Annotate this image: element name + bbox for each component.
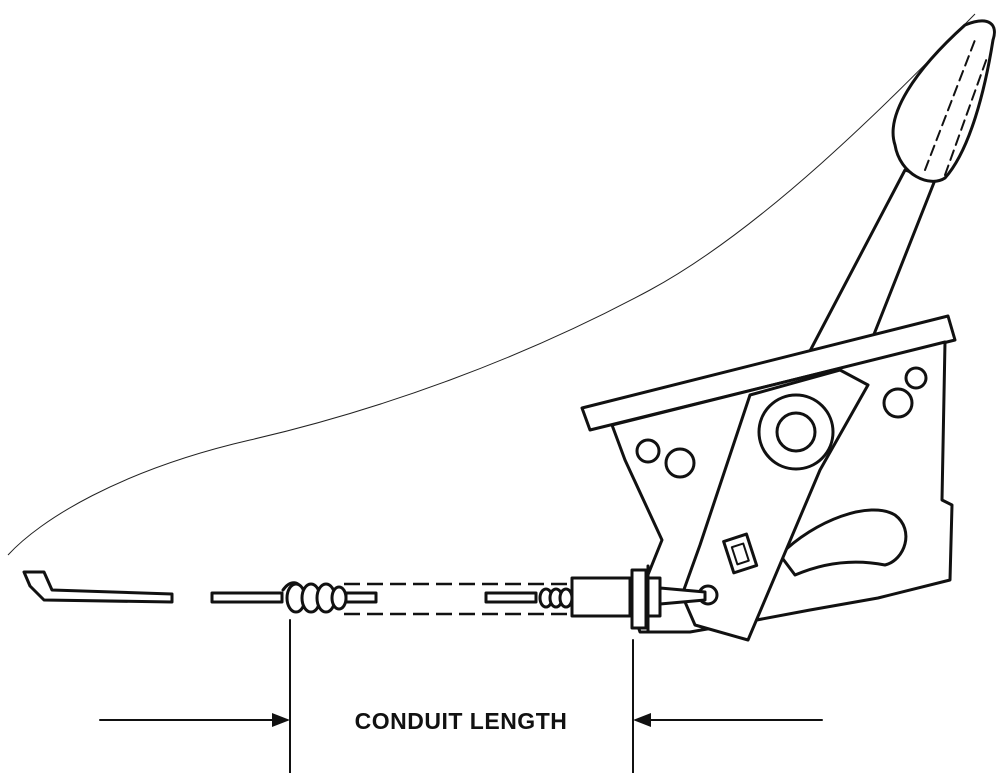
cable-conduit: [344, 582, 574, 616]
brake-cable: [210, 581, 378, 614]
pivot-boss-inner: [775, 411, 817, 453]
lever-ratchet-plate: [680, 368, 870, 642]
cable-coil-spring: [281, 581, 348, 614]
conduit-coil-right: [538, 587, 574, 609]
conduit-end-fitting: [570, 564, 707, 634]
lever-handle-grip: [891, 19, 996, 183]
cable-end-hook: [22, 570, 174, 604]
parking-brake-lever: [798, 19, 996, 397]
dimension-arrows: CONDUIT LENGTH: [99, 619, 823, 773]
lever-window: [722, 532, 759, 575]
conduit-length-label: CONDUIT LENGTH: [355, 708, 568, 734]
floor-contour-line: [7, 13, 976, 556]
